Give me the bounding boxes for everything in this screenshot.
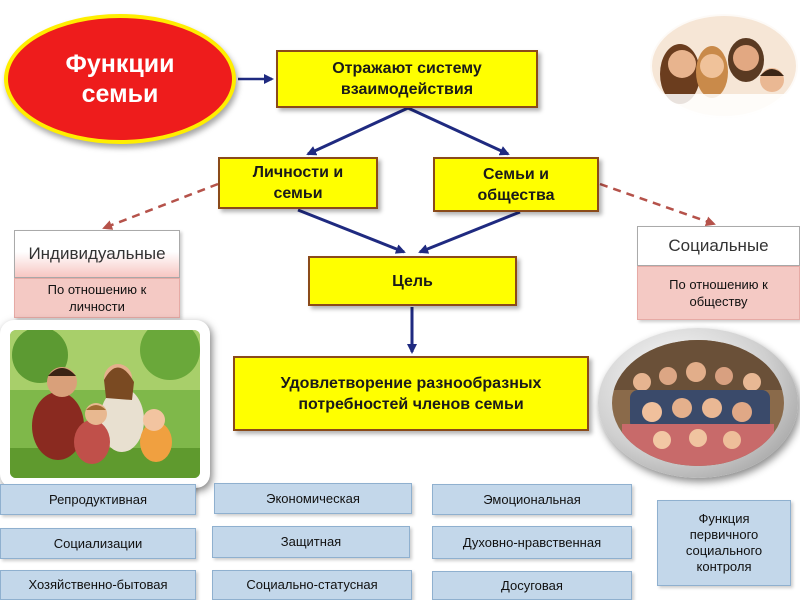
function-reproductive-label: Репродуктивная	[48, 491, 148, 507]
function-spiritual-moral[interactable]: Духовно-нравственная	[432, 526, 632, 559]
function-social-status-label: Социально-статусная	[246, 577, 378, 592]
social-functions-header[interactable]: Социальные	[637, 226, 800, 266]
social-functions-title: Социальные	[668, 236, 769, 255]
individual-functions-title: Индивидуальные	[28, 244, 166, 263]
dashed-arrow-to-social	[599, 182, 716, 227]
goal-box[interactable]: Цель	[308, 256, 517, 306]
function-social-status[interactable]: Социально-статусная	[212, 570, 412, 600]
function-reproductive[interactable]: Репродуктивная	[0, 484, 196, 515]
arrow-society-to-goal	[418, 210, 521, 254]
satisfaction-box[interactable]: Удовлетворение разнообразных потребносте…	[233, 356, 589, 431]
function-emotional-label: Эмоциональная	[483, 491, 581, 507]
function-leisure-label: Досуговая	[501, 577, 563, 593]
family-functions-title: Функции семьи	[65, 50, 175, 108]
function-protective[interactable]: Защитная	[212, 526, 410, 558]
function-economic-label: Экономическая	[266, 490, 360, 506]
arrow-system-to-society	[407, 106, 510, 156]
family-outdoor-photo	[10, 330, 200, 478]
individual-functions-subtitle: По отношению к личности	[47, 282, 147, 314]
function-emotional[interactable]: Эмоциональная	[432, 484, 632, 515]
function-spiritual-moral-label: Духовно-нравственная	[462, 534, 602, 550]
individual-functions-header[interactable]: Индивидуальные	[14, 230, 180, 278]
function-socialization-label: Социализации	[53, 535, 143, 551]
family-functions-oval[interactable]: Функции семьи	[4, 14, 236, 144]
arrow-system-to-personality	[306, 106, 409, 156]
dashed-arrow-to-individual	[102, 182, 219, 230]
function-social-control-label: Функция первичного социального контроля	[685, 511, 763, 574]
family-portrait-illustration	[652, 16, 796, 118]
family-society-label: Семьи и общества	[477, 165, 555, 204]
personality-family-label: Личности и семьи	[252, 164, 344, 202]
function-social-control[interactable]: Функция первичного социального контроля	[657, 500, 791, 586]
personality-family-box[interactable]: Личности и семьи	[218, 157, 378, 209]
function-protective-label: Защитная	[280, 534, 342, 549]
goal-label: Цель	[392, 272, 433, 290]
function-household[interactable]: Хозяйственно-бытовая	[0, 570, 196, 600]
large-family-group-photo	[612, 340, 784, 466]
satisfaction-label: Удовлетворение разнообразных потребносте…	[280, 374, 542, 413]
interaction-system-label: Отражают систему взаимодействия	[332, 60, 482, 98]
function-economic[interactable]: Экономическая	[214, 483, 412, 514]
individual-functions-note: По отношению к личности	[14, 278, 180, 318]
family-outdoor-illustration	[10, 330, 200, 478]
function-leisure[interactable]: Досуговая	[432, 571, 632, 600]
function-household-label: Хозяйственно-бытовая	[28, 577, 168, 592]
large-family-photo-frame	[598, 328, 798, 478]
arrow-personality-to-goal	[297, 208, 406, 254]
large-family-illustration	[612, 340, 784, 466]
interaction-system-box[interactable]: Отражают систему взаимодействия	[276, 50, 538, 108]
family-society-box[interactable]: Семьи и общества	[433, 157, 599, 212]
family-outdoor-photo-card	[0, 320, 210, 488]
function-socialization[interactable]: Социализации	[0, 528, 196, 559]
social-functions-subtitle: По отношению к обществу	[669, 277, 768, 309]
family-portrait-photo	[650, 14, 798, 118]
social-functions-note: По отношению к обществу	[637, 266, 800, 320]
